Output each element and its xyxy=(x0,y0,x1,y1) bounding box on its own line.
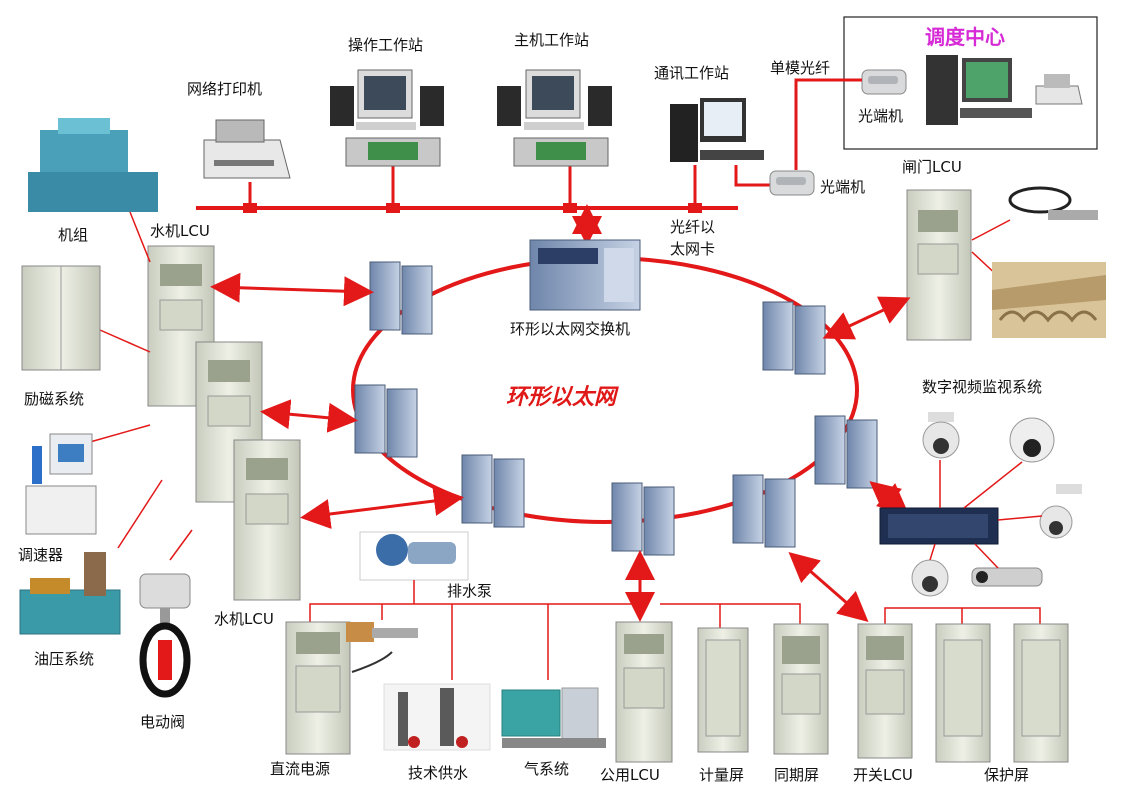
gate-sensor-icon xyxy=(1008,186,1098,220)
unit-lcu-bottom-label: 水机LCU xyxy=(214,610,274,628)
excitation-label: 励磁系统 xyxy=(24,390,84,408)
dispatch-optical-terminal-icon xyxy=(861,69,907,95)
governor-icon xyxy=(25,433,97,535)
dispatch-optical-terminal-label: 光端机 xyxy=(858,107,903,125)
public-lcu-label: 公用LCU xyxy=(600,766,660,784)
drain-pump-icon xyxy=(359,531,469,581)
switch-lcu-label: 开关LCU xyxy=(853,766,913,784)
turbine-unit-icon xyxy=(28,118,158,212)
bus-taps xyxy=(243,203,702,213)
comm-ws-label: 通讯工作站 xyxy=(654,64,729,82)
gas-system-icon xyxy=(501,687,606,748)
comm-workstation-icon xyxy=(670,98,764,162)
turbine-label: 机组 xyxy=(58,226,88,244)
excitation-cabinet-icon xyxy=(21,265,101,371)
optical-terminal-icon xyxy=(769,170,815,196)
governor-label: 调速器 xyxy=(18,546,63,564)
gas-system-label: 气系统 xyxy=(524,760,569,778)
public-lcu-cabinet xyxy=(615,621,673,763)
dispatch-center-title: 调度中心 xyxy=(925,25,1005,49)
gate-lcu-label: 闸门LCU xyxy=(902,158,962,176)
metering-panel-cabinet xyxy=(697,627,749,753)
ring-node-2 xyxy=(354,384,418,458)
sync-panel-label: 同期屏 xyxy=(774,766,819,784)
camera-dome-3-icon xyxy=(1039,484,1082,539)
motor-valve-label: 电动阀 xyxy=(140,713,185,731)
tech-water-label: 技术供水 xyxy=(408,764,468,782)
drain-pump-label: 排水泵 xyxy=(447,582,492,600)
tech-water-icon xyxy=(383,683,491,751)
dc-power-label: 直流电源 xyxy=(270,760,330,778)
network-printer-icon xyxy=(203,119,291,179)
ring-switch-icon xyxy=(529,239,641,311)
single-mode-fiber-label: 单模光纤 xyxy=(770,59,830,77)
unit-lcu-cabinet-3 xyxy=(233,439,301,601)
protection-panel-label: 保护屏 xyxy=(984,766,1029,784)
optical-terminal-label: 光端机 xyxy=(820,178,865,196)
fiber-card-label-1: 光纤以 xyxy=(670,218,715,236)
ring-node-4 xyxy=(611,482,675,556)
bottom-left-bus xyxy=(309,603,640,624)
ring-node-6 xyxy=(814,415,878,489)
ring-node-1 xyxy=(369,261,433,335)
camera-bullet-icon xyxy=(971,567,1043,587)
camera-dome-2-icon xyxy=(1009,417,1055,463)
camera-dome-4-icon xyxy=(911,559,949,597)
dam-gate-photo xyxy=(992,262,1106,338)
sync-panel-cabinet xyxy=(773,623,829,755)
host-workstation-icon xyxy=(497,69,612,167)
ring-node-5 xyxy=(732,474,796,548)
video-system-label: 数字视频监视系统 xyxy=(922,378,1042,396)
host-ws-label: 主机工作站 xyxy=(514,31,589,49)
metering-panel-label: 计量屏 xyxy=(699,766,744,784)
operator-workstation-icon xyxy=(330,69,444,167)
valve-instrument-icon xyxy=(346,622,418,673)
oil-pressure-icon xyxy=(19,552,121,635)
dvr-device-icon xyxy=(879,507,999,545)
unit-lcu-cabinet-1 xyxy=(147,245,215,407)
operator-ws-label: 操作工作站 xyxy=(348,36,423,54)
dispatch-computer-icon xyxy=(926,55,1032,125)
video-links xyxy=(929,460,1043,569)
dispatch-center: 调度中心 光端机 xyxy=(843,16,1098,150)
bottom-right-bus xyxy=(660,603,801,624)
ring-switch-label: 环形以太网交换机 xyxy=(510,320,630,338)
left-links xyxy=(89,211,193,561)
dc-power-cabinet xyxy=(285,621,351,755)
gate-lcu-cabinet xyxy=(906,189,972,341)
switch-lcu-cabinet xyxy=(857,623,913,759)
single-mode-fiber-line xyxy=(794,78,862,170)
ring-node-3 xyxy=(461,454,525,528)
unit-lcu-top-label: 水机LCU xyxy=(150,222,210,240)
protection-panel-2-cabinet xyxy=(1013,623,1069,763)
protection-panel-1-cabinet xyxy=(935,623,991,763)
ring-title: 环形以太网 xyxy=(506,384,619,410)
network-printer-label: 网络打印机 xyxy=(187,80,262,98)
ring-node-7 xyxy=(762,301,826,375)
fiber-card-label-2: 太网卡 xyxy=(670,240,715,258)
comm-to-optical-line xyxy=(734,165,772,187)
oil-pressure-label: 油压系统 xyxy=(34,650,94,668)
dispatch-printer-icon xyxy=(1035,74,1083,105)
motor-valve-icon xyxy=(139,573,191,698)
camera-dome-1-icon xyxy=(922,412,960,459)
